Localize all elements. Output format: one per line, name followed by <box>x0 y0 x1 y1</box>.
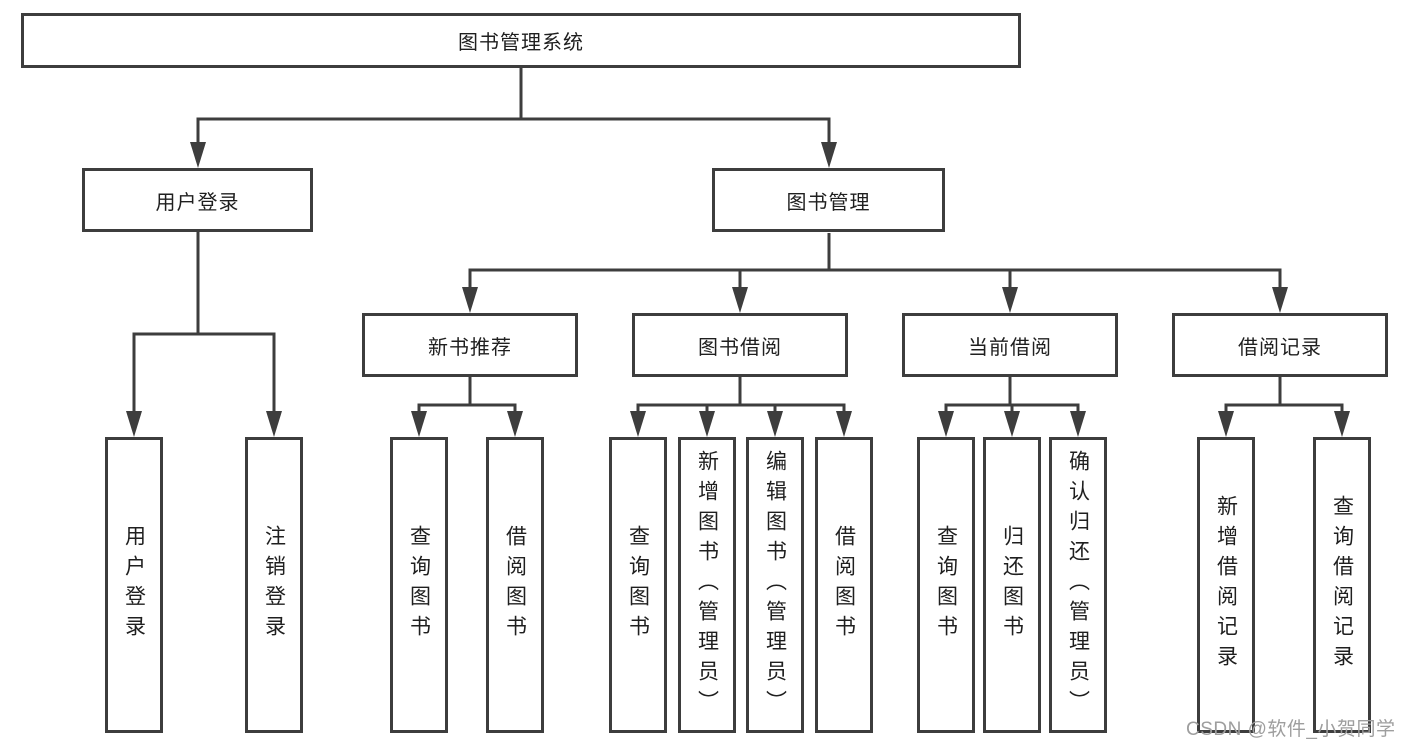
node-label: 图书借阅 <box>698 336 782 359</box>
node-book-borrowing: 图书借阅 <box>632 313 848 377</box>
node-label: 确认归还（管理员） <box>1066 450 1090 720</box>
node-bb-add-book-admin: 新增图书（管理员） <box>678 437 736 733</box>
node-label: 借阅图书 <box>503 525 527 645</box>
node-label: 当前借阅 <box>968 336 1052 359</box>
node-cb-confirm-return-admin: 确认归还（管理员） <box>1049 437 1107 733</box>
node-label: 编辑图书（管理员） <box>763 450 787 720</box>
arrowhead-icon <box>767 411 783 437</box>
node-nbr-query-book: 查询图书 <box>390 437 448 733</box>
arrowhead-icon <box>411 411 427 437</box>
node-cb-query-book: 查询图书 <box>917 437 975 733</box>
connector-borrowing-records-to-children <box>1218 377 1350 437</box>
node-label: 新增图书（管理员） <box>695 450 719 720</box>
node-nbr-borrow-book: 借阅图书 <box>486 437 544 733</box>
arrowhead-icon <box>630 411 646 437</box>
node-user-login: 用户登录 <box>82 168 313 232</box>
connector-user-login-to-children <box>126 232 282 437</box>
node-label: 归还图书 <box>1000 525 1024 645</box>
arrowhead-icon <box>732 287 748 313</box>
arrowhead-icon <box>1004 411 1020 437</box>
node-label: 借阅图书 <box>832 525 856 645</box>
node-label: 查询借阅记录 <box>1330 495 1354 675</box>
node-bb-edit-book-admin: 编辑图书（管理员） <box>746 437 804 733</box>
arrowhead-icon <box>1002 287 1018 313</box>
arrowhead-icon <box>1272 287 1288 313</box>
node-label: 图书管理 <box>786 191 871 214</box>
node-label: 注销登录 <box>262 525 286 645</box>
connector-current-borrowing-to-children <box>938 377 1086 437</box>
node-bb-borrow-book: 借阅图书 <box>815 437 873 733</box>
arrowhead-icon <box>1218 411 1234 437</box>
watermark-text: CSDN @软件_小贺同学 <box>1186 719 1396 740</box>
node-label: 用户登录 <box>155 191 240 214</box>
node-root: 图书管理系统 <box>21 13 1021 68</box>
node-current-borrowing: 当前借阅 <box>902 313 1118 377</box>
node-br-add-record: 新增借阅记录 <box>1197 437 1255 733</box>
node-user-login-leaf: 用户登录 <box>105 437 163 733</box>
node-label: 新书推荐 <box>428 336 512 359</box>
node-borrowing-records: 借阅记录 <box>1172 313 1388 377</box>
arrowhead-icon <box>836 411 852 437</box>
node-label: 借阅记录 <box>1238 336 1322 359</box>
arrowhead-icon <box>507 411 523 437</box>
node-logout: 注销登录 <box>245 437 303 733</box>
arrowhead-icon <box>1334 411 1350 437</box>
node-label: 查询图书 <box>407 525 431 645</box>
node-br-query-record: 查询借阅记录 <box>1313 437 1371 733</box>
arrowhead-icon <box>190 142 206 168</box>
arrowhead-icon <box>462 287 478 313</box>
node-label: 图书管理系统 <box>458 32 584 54</box>
connector-book-borrowing-to-children <box>630 377 852 437</box>
arrowhead-icon <box>1070 411 1086 437</box>
node-label: 查询图书 <box>626 525 650 645</box>
node-new-book-recommendation: 新书推荐 <box>362 313 578 377</box>
node-book-management: 图书管理 <box>712 168 945 232</box>
node-cb-return-book: 归还图书 <box>983 437 1041 733</box>
node-bb-query-book: 查询图书 <box>609 437 667 733</box>
connector-book-management-to-level3 <box>462 233 1288 313</box>
connector-new-book-recommendation-to-children <box>411 377 523 437</box>
arrowhead-icon <box>821 142 837 168</box>
connector-root-to-level2 <box>190 68 837 168</box>
arrowhead-icon <box>126 411 142 437</box>
arrowhead-icon <box>938 411 954 437</box>
arrowhead-icon <box>266 411 282 437</box>
node-label: 查询图书 <box>934 525 958 645</box>
arrowhead-icon <box>699 411 715 437</box>
node-label: 用户登录 <box>122 525 146 645</box>
node-label: 新增借阅记录 <box>1214 495 1238 675</box>
